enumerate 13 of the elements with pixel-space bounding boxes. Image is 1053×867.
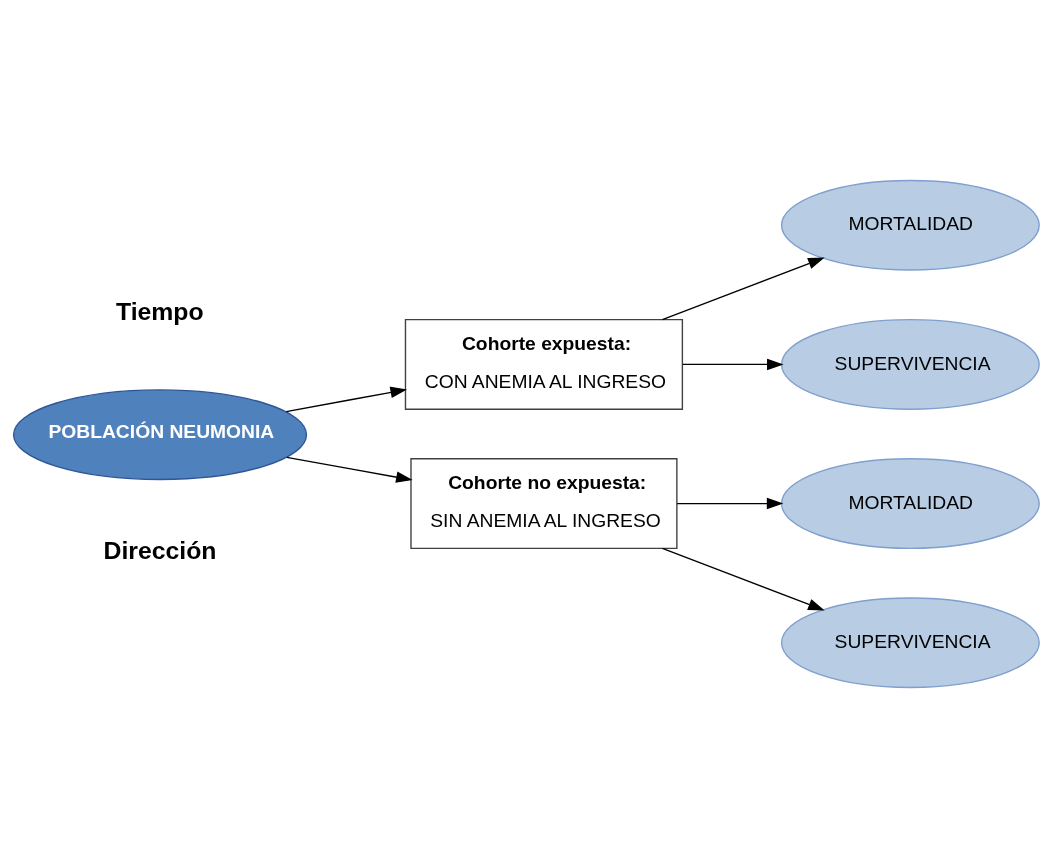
node-box: Cohorte no expuesta: SIN ANEMIA AL INGRESO (410, 457, 678, 549)
arrow (676, 497, 784, 509)
node-ellipse: POBLACIÓN NEUMONIA (12, 388, 308, 480)
label: Dirección (103, 536, 217, 564)
node-ellipse: MORTALIDAD (780, 457, 1040, 549)
node-box: Cohorte expuesta: CON ANEMIA AL INGRESO (404, 318, 684, 410)
arrow (661, 547, 825, 610)
label: Tiempo (115, 297, 204, 325)
node-ellipse: SUPERVIVENCIA (780, 318, 1040, 410)
arrow (661, 257, 825, 320)
arrow (682, 358, 784, 370)
arrow (286, 456, 413, 483)
arrow (285, 386, 407, 412)
